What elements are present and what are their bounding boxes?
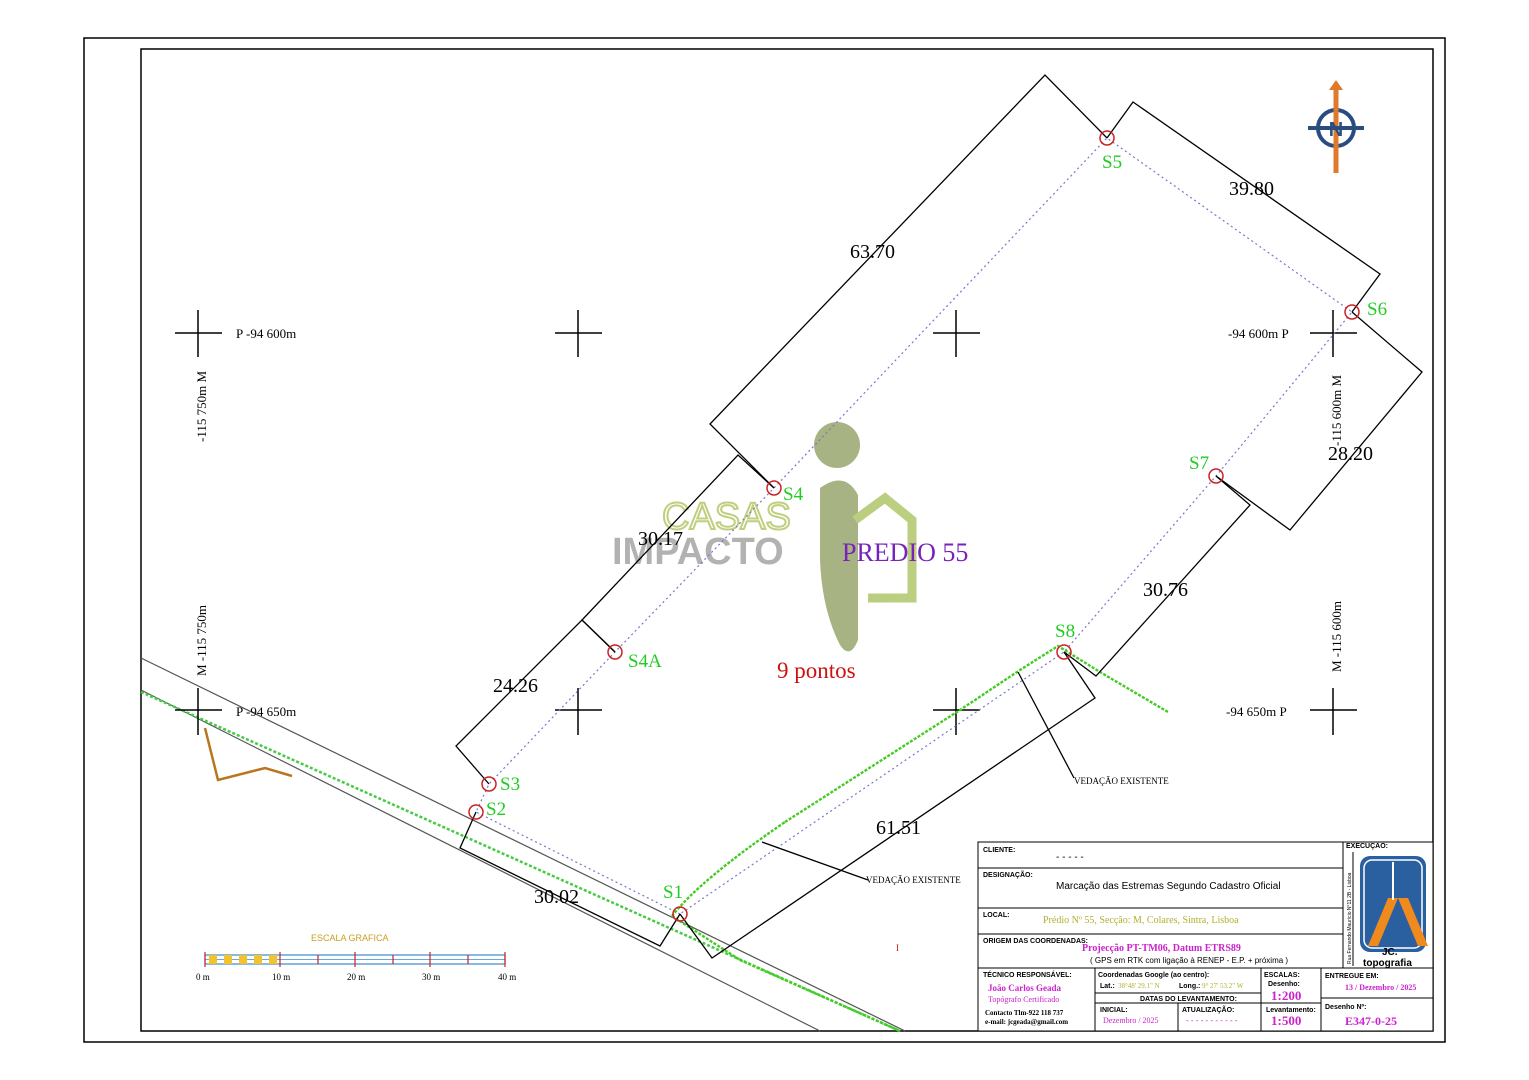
marker-S3 xyxy=(481,776,497,792)
tb-tecnico-label: TÉCNICO RESPONSÁVEL: xyxy=(983,970,1072,979)
title-block: CLIENTE: DESIGNAÇÃO: LOCAL: ORIGEM DAS C… xyxy=(977,841,1434,1032)
svg-text:N: N xyxy=(1329,119,1343,141)
dim-30-76: 30.76 xyxy=(1143,579,1188,601)
point-label-S7: S7 xyxy=(1189,453,1209,474)
tb-lat-value: 38°48' 29.1" N xyxy=(1118,982,1160,990)
scale-tick-20: 20 m xyxy=(347,972,365,982)
tb-origem-label: ORIGEM DAS COORDENADAS: xyxy=(983,938,1088,945)
grid-label-m-left-bottom: M -115 750m xyxy=(194,605,209,676)
tb-lat-label: Lat.: xyxy=(1100,983,1115,990)
grid-label-m-right-top: -115 600m M xyxy=(1329,375,1344,446)
tb-desenho-label: Desenho: xyxy=(1268,981,1300,988)
scale-bar: ESCALA GRAFICA 0 m 10 m 20 m 30 m 40 m xyxy=(196,933,516,982)
tb-tecnico-contact: Contacto Tlm-922 118 737 xyxy=(985,1009,1064,1017)
scale-tick-10: 10 m xyxy=(272,972,290,982)
tb-desenho-n-label: Desenho Nº: xyxy=(1325,1004,1366,1011)
marker-S1 xyxy=(672,906,688,922)
grid-label-p-bottom-left: P -94 650m xyxy=(236,704,296,719)
tb-escalas-label: ESCALAS: xyxy=(1264,972,1300,979)
marker-S5 xyxy=(1099,130,1115,146)
point-label-S2: S2 xyxy=(486,799,506,820)
tb-designacao-label: DESIGNAÇÃO: xyxy=(983,870,1033,879)
dim-28-20: 28.20 xyxy=(1328,443,1373,465)
tb-atualizacao-label: ATUALIZAÇÃO: xyxy=(1182,1005,1234,1014)
dim-30-17: 30.17 xyxy=(638,528,683,550)
watermark-logo: CASAS IMPACTO xyxy=(612,422,917,652)
tb-tecnico-role: Topógrafo Certificado xyxy=(988,995,1059,1004)
company-logo: JC. topografia xyxy=(1360,856,1428,969)
scale-tick-0: 0 m xyxy=(196,972,210,982)
tb-levantamento-label: Levantamento: xyxy=(1266,1007,1316,1014)
grid-crosses xyxy=(175,310,1357,735)
point-count: 9 pontos xyxy=(777,658,856,683)
scale-tick-30: 30 m xyxy=(422,972,440,982)
company-name-jc: JC. xyxy=(1382,947,1398,958)
grid-label-m-right-bottom: M -115 600m xyxy=(1329,601,1344,672)
dim-61-51: 61.51 xyxy=(876,817,921,839)
marker-S6 xyxy=(1344,304,1360,320)
point-label-S4A: S4A xyxy=(628,651,662,672)
dim-24-26: 24.26 xyxy=(493,675,538,697)
north-arrow-icon: N xyxy=(1308,80,1364,173)
inner-frame xyxy=(140,48,1434,1032)
marker-S8 xyxy=(1056,644,1072,660)
watermark-casas: CASAS xyxy=(662,496,791,538)
tb-inicial-label: INICIAL: xyxy=(1100,1007,1128,1014)
tb-cliente-label: CLIENTE: xyxy=(983,847,1015,854)
marker-S4A xyxy=(607,644,623,660)
point-label-S3: S3 xyxy=(500,774,520,795)
dim-30-02: 30.02 xyxy=(534,886,579,908)
scale-tick-40: 40 m xyxy=(498,972,516,982)
point-label-S1: S1 xyxy=(663,882,683,903)
tb-company-address: Rua Fernando Maurício N°11 2B - Lisboa xyxy=(1347,872,1353,964)
marker-S7 xyxy=(1208,468,1224,484)
vedacao-label-1: VEDAÇÃO EXISTENTE xyxy=(866,875,961,885)
tb-inicial-value: Dezembro / 2025 xyxy=(1103,1016,1159,1025)
stray-mark: I xyxy=(896,943,899,953)
marker-S2 xyxy=(468,804,484,820)
tb-desenho-n-value: E347-0-25 xyxy=(1345,1014,1397,1028)
point-label-S5: S5 xyxy=(1102,152,1122,173)
tb-origem-sub: ( GPS em RTK com ligação à RENEP - E.P. … xyxy=(1090,956,1288,965)
grid-label-p-top-right: -94 600m P xyxy=(1228,326,1289,341)
tb-local-label: LOCAL: xyxy=(983,912,1009,919)
tb-datas-label: DATAS DO LEVANTAMENTO: xyxy=(1140,996,1237,1003)
dim-63-70: 63.70 xyxy=(850,241,895,263)
tb-entregue-value: 13 / Dezembro / 2025 xyxy=(1345,983,1416,992)
tb-local-value: Prédio Nº 55, Secção: M, Colares, Sintra… xyxy=(1043,915,1239,926)
tb-long-value: 9° 27' 53.2" W xyxy=(1202,982,1244,990)
tb-cliente-value: - - - - - xyxy=(1056,852,1084,863)
dim-39-80: 39.80 xyxy=(1229,178,1274,200)
grid-label-p-top-left: P -94 600m xyxy=(236,326,296,341)
dimension-lines xyxy=(455,74,1423,959)
marker-S4 xyxy=(766,480,782,496)
company-name-topografia: topografia xyxy=(1363,958,1412,969)
existing-path xyxy=(203,727,293,782)
boundary xyxy=(475,137,1353,915)
plot-title: PREDIO 55 xyxy=(842,538,968,567)
tb-tecnico-email: e-mail: jcgeada@gmail.com xyxy=(985,1018,1068,1026)
scale-bar-title: ESCALA GRAFICA xyxy=(311,933,389,943)
tb-atualizacao-value: - - - - - - - - - - - xyxy=(1186,1016,1238,1025)
outer-frame xyxy=(83,37,1446,1043)
tb-long-label: Long.: xyxy=(1179,983,1200,990)
tb-entregue-label: ENTREGUE EM: xyxy=(1325,973,1379,980)
vedacao-label-2: VEDAÇÃO EXISTENTE xyxy=(1074,776,1169,786)
point-label-S4: S4 xyxy=(783,484,804,505)
tb-desenho-value: 1:200 xyxy=(1271,988,1301,1003)
tb-coords-label: Coordenadas Google (ao centro): xyxy=(1098,972,1209,979)
tb-tecnico-name: João Carlos Geada xyxy=(988,983,1061,993)
tb-designacao-value: Marcação das Estremas Segundo Cadastro O… xyxy=(1056,881,1281,892)
tb-origem-value: Projecção PT-TM06, Datum ETRS89 xyxy=(1082,943,1241,954)
point-label-S8: S8 xyxy=(1055,621,1075,642)
tb-levantamento-value: 1:500 xyxy=(1271,1013,1301,1028)
point-label-S6: S6 xyxy=(1367,299,1387,320)
tb-execucao-label: EXECUÇÃO: xyxy=(1346,841,1388,850)
grid-label-p-bottom-right: -94 650m P xyxy=(1226,704,1287,719)
grid-label-m-left-top: -115 750m M xyxy=(194,371,209,442)
